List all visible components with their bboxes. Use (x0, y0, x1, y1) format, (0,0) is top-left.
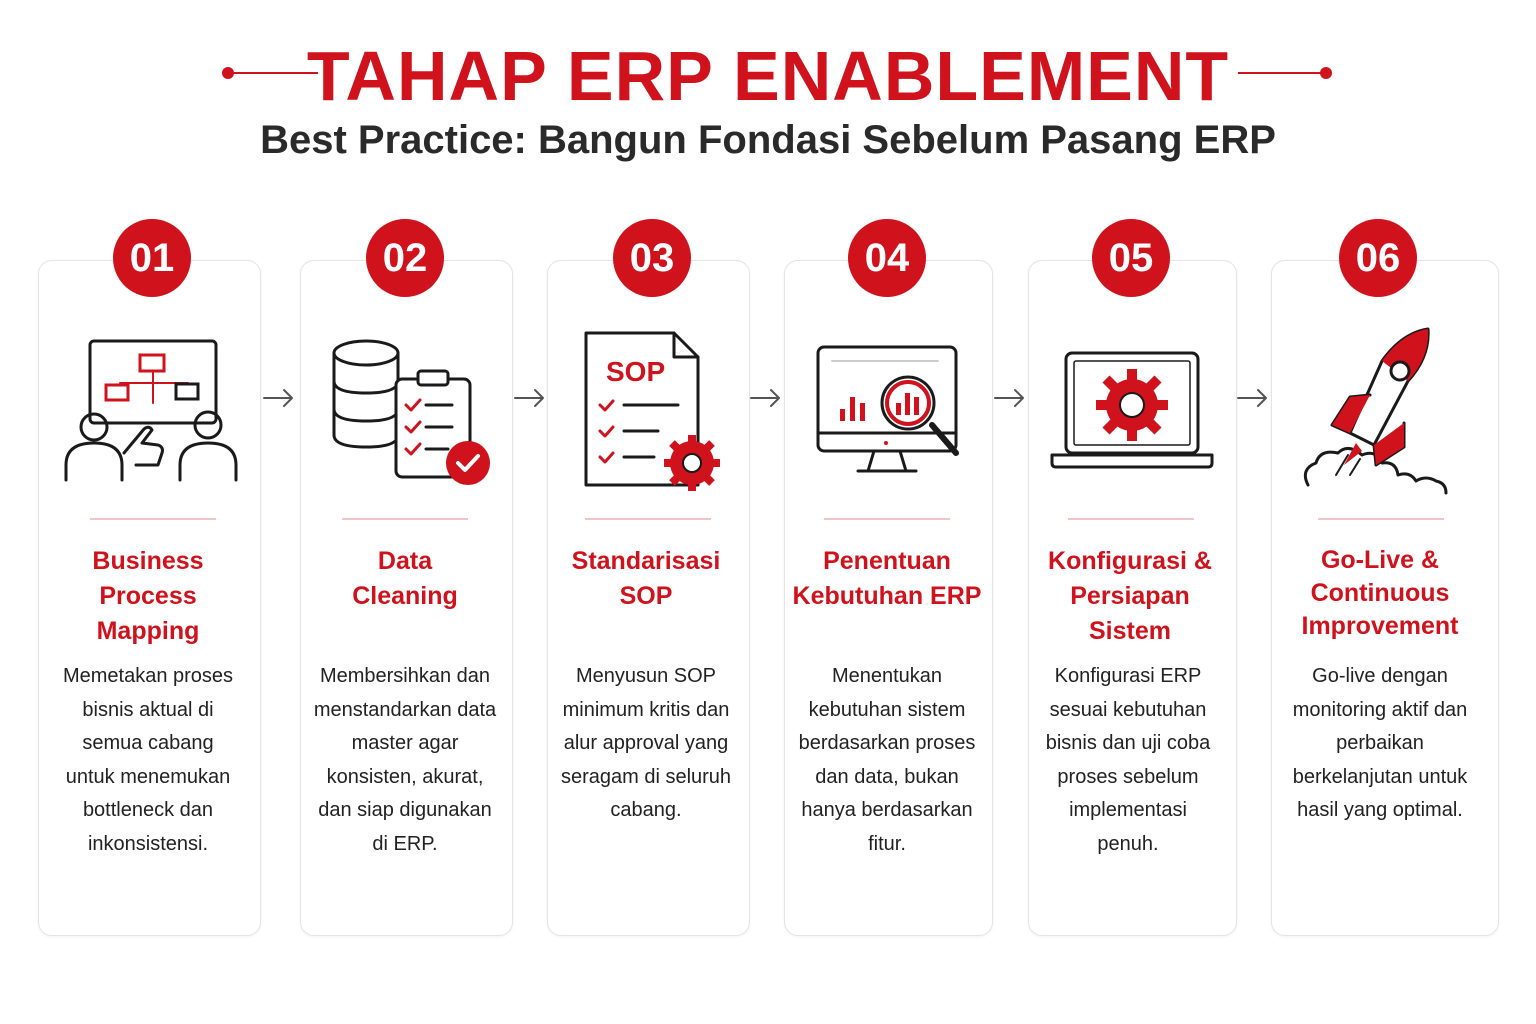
step-number-badge: 02 (366, 219, 444, 297)
step-divider (1068, 518, 1194, 520)
sop-label: SOP (606, 356, 665, 387)
step-divider (824, 518, 950, 520)
step-number-badge: 01 (113, 219, 191, 297)
step-divider (90, 518, 216, 520)
step-divider (585, 518, 711, 520)
step-title: Penentuan Kebutuhan ERP (792, 547, 982, 610)
arrow-right-icon (263, 389, 293, 407)
step-title: Data Cleaning (352, 547, 458, 610)
title-deco-dot-right (1320, 67, 1332, 79)
step-title: Business Process Mapping (92, 547, 204, 645)
step-description: Go-live dengan monitoring aktif dan perb… (1292, 665, 1468, 821)
step-description: Konfigurasi ERP sesuai kebutuhan bisnis … (1045, 665, 1211, 855)
step-title: Go-Live & Continuous Improvement (1301, 546, 1459, 640)
step-description: Menentukan kebutuhan sistem berdasarkan … (798, 665, 976, 855)
arrow-right-icon (1237, 389, 1267, 407)
step-description: Membersihkan dan menstandarkan data mast… (313, 665, 497, 855)
page-title: TAHAP ERP ENABLEMENT (306, 37, 1230, 115)
process-mapping-icon (64, 339, 238, 482)
database-checklist-icon (332, 339, 490, 485)
step-description: Menyusun SOP minimum kritis dan alur app… (560, 665, 732, 821)
sop-document-icon: SOP (584, 331, 720, 491)
step-description: Memetakan proses bisnis aktual di semua … (62, 665, 234, 855)
monitor-analysis-icon (816, 345, 959, 473)
step-number-badge: 05 (1092, 219, 1170, 297)
step-number-badge: 06 (1339, 219, 1417, 297)
step-title: Standarisasi SOP (571, 547, 721, 610)
step-card-3 (547, 260, 750, 936)
arrow-right-icon (750, 389, 780, 407)
page-subtitle: Best Practice: Bangun Fondasi Sebelum Pa… (260, 118, 1276, 162)
step-number-badge: 03 (613, 219, 691, 297)
step-title: Konfigurasi & Persiapan Sistem (1048, 547, 1212, 645)
arrow-right-icon (994, 389, 1024, 407)
step-divider (342, 518, 468, 520)
step-divider (1318, 518, 1444, 520)
header: TAHAP ERP ENABLEMENT (0, 36, 1536, 116)
step-number-badge: 04 (848, 219, 926, 297)
arrow-right-icon (514, 389, 544, 407)
title-deco-line-right (1238, 72, 1328, 74)
laptop-gear-icon (1050, 351, 1214, 469)
title-deco-line-left (228, 72, 318, 74)
rocket-icon (1303, 327, 1448, 495)
